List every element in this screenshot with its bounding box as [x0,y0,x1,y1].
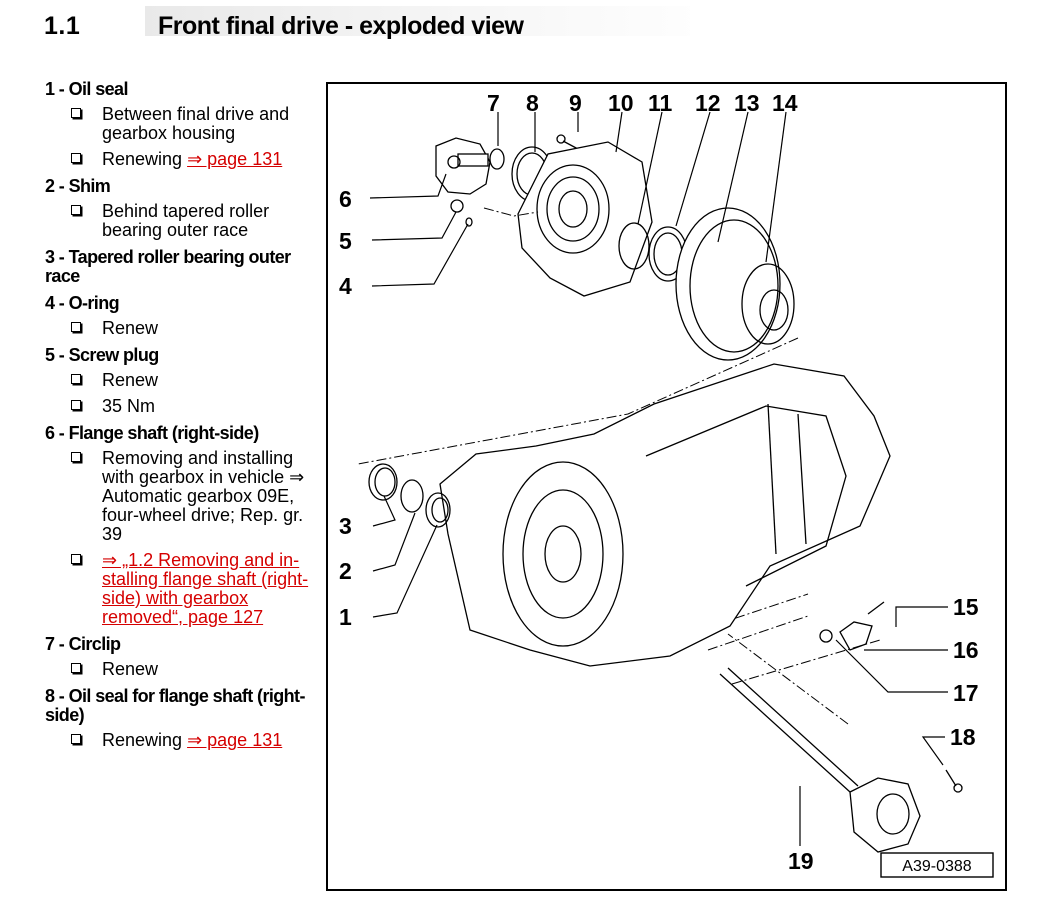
legend-item: 8 - Oil seal for flange shaft (right-sid… [45,687,317,750]
callout-5: 5 [339,228,352,254]
callout-19: 19 [788,848,814,874]
page-reference-link[interactable]: ⇒ page 131 [187,149,283,169]
callout-6: 6 [339,186,352,212]
figure-id-label: A39-0388 [902,858,971,875]
legend-bullet: Removing and installing with gearbox in … [45,449,317,544]
bearing-outer-race-part [368,463,398,501]
callout-10: 10 [608,90,634,116]
flange-shaft-right-part [435,137,491,195]
callout-15: 15 [953,594,979,620]
legend-item-heading: 5 - Screw plug [45,345,159,365]
seal-ring-part [819,629,833,643]
drive-shaft-part [719,667,921,853]
legend-item-heading: 6 - Flange shaft (right-side) [45,423,259,443]
blurred-header-banner [145,6,690,36]
legend-bullet-text: Renewing [102,730,188,750]
callout-17: 17 [953,680,979,706]
callout-12: 12 [695,90,721,116]
callout-numbers: 1 2 3 4 5 6 7 8 9 10 11 12 13 14 15 16 1… [339,90,979,874]
legend-bullet-text: Removing and installing with gearbox in … [102,448,305,544]
legend-bullet-text: Renew [102,370,159,390]
legend-item: 6 - Flange shaft (right-side) Removing an… [45,424,317,627]
circlip-part [489,148,505,170]
legend-bullet: 35 Nm [45,397,317,416]
legend-item: 3 - Tapered roller bearing outer race [45,248,317,286]
callout-2: 2 [339,558,352,584]
legend-bullet: Renew [45,660,317,679]
section-number: 1.1 [44,12,81,40]
checkbox-bullet-icon [71,108,81,118]
o-ring-part [465,217,473,227]
gearbox-housing-part [439,363,891,667]
callout-8: 8 [526,90,539,116]
exploded-view-figure: 1 2 3 4 5 6 7 8 9 10 11 12 13 14 15 16 1… [326,82,1007,891]
exploded-view-drawing: 1 2 3 4 5 6 7 8 9 10 11 12 13 14 15 16 1… [339,90,994,878]
legend-item-heading: 7 - Circlip [45,634,121,654]
legend-item-heading: 2 - Shim [45,176,111,196]
callout-9: 9 [569,90,582,116]
selector-lever-part [839,601,885,651]
crown-wheel-part [675,207,795,361]
callout-18: 18 [950,724,976,750]
callout-14: 14 [772,90,798,116]
legend-item-heading: 8 - Oil seal for flange shaft (right-sid… [45,686,305,725]
legend-bullet-text: Between final drive and gearbox housing [102,104,290,143]
callout-16: 16 [953,637,979,663]
legend-bullet: Behind tapered roller bearing outer race [45,202,317,240]
checkbox-bullet-icon [71,153,81,163]
shim-part [400,479,424,513]
checkbox-bullet-icon [71,400,81,410]
checkbox-bullet-icon [71,322,81,332]
checkbox-bullet-icon [71,452,81,462]
legend-item-heading: 3 - Tapered roller bearing outer race [45,247,291,286]
checkbox-bullet-icon [71,205,81,215]
legend-item-heading: 1 - Oil seal [45,79,128,99]
checkbox-bullet-icon [71,374,81,384]
shim-ring-part [618,222,650,270]
legend-bullet: Renewing ⇒ page 131 [45,150,317,169]
callout-3: 3 [339,513,352,539]
callout-13: 13 [734,90,760,116]
oil-seal-part [425,492,451,528]
callout-1: 1 [339,604,352,630]
legend-bullet-text: 35 Nm [102,396,156,416]
legend-bullet: Renew [45,319,317,338]
legend-bullet-text: Renew [102,318,159,338]
legend-bullet: Between final drive and gearbox housing [45,105,317,143]
legend-bullet: Renew [45,371,317,390]
checkbox-bullet-icon [71,554,81,564]
legend-bullet-text: Renew [102,659,159,679]
bolt-part [556,134,579,150]
screw-plug-part [450,199,464,213]
legend-item-heading: 4 - O-ring [45,293,120,313]
legend-bullet: ⇒ „1.2 Removing and in-stalling flange s… [45,551,317,627]
callout-4: 4 [339,273,352,299]
legend-bullet-text: Renewing [102,149,188,169]
legend-bullet-text: Behind tapered roller bearing outer race [102,201,270,240]
callout-11: 11 [648,90,673,116]
figure-id-box [880,852,994,878]
page-reference-link[interactable]: ⇒ „1.2 Removing and in-stalling flange s… [102,550,309,627]
checkbox-bullet-icon [71,734,81,744]
legend-bullet: Renewing ⇒ page 131 [45,731,317,750]
section-title: Front final drive - exploded view [158,12,524,40]
page-reference-link[interactable]: ⇒ page 131 [187,730,283,750]
callout-7: 7 [487,90,500,116]
bolt-18-part [945,769,963,793]
final-drive-housing-part [517,141,653,297]
checkbox-bullet-icon [71,663,81,673]
